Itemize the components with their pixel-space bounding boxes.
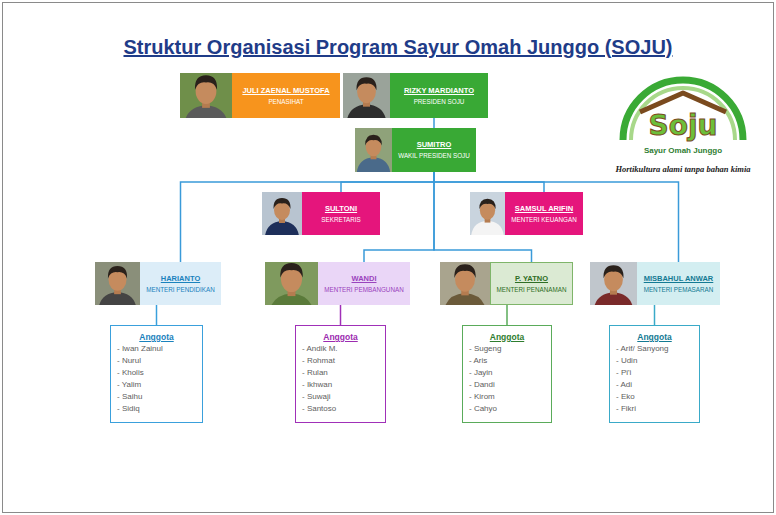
person-box: WANDIMENTERI PEMBANGUNAN bbox=[318, 262, 410, 305]
list-heading: Anggota bbox=[637, 331, 671, 343]
photo bbox=[180, 73, 232, 125]
photo bbox=[440, 262, 490, 312]
photo bbox=[343, 73, 390, 122]
member-name: - Cahyo bbox=[469, 403, 497, 415]
person-box: JULI ZAENAL MUSTOFAPENASIHAT bbox=[232, 73, 340, 118]
person-name: P. YATNO bbox=[515, 273, 548, 284]
member-name: - Andik M. bbox=[302, 343, 338, 355]
person-box: P. YATNOMENTERI PENANAMAN bbox=[490, 262, 573, 305]
list-heading: Anggota bbox=[490, 331, 524, 343]
role-title: MENTERI PEMASARAN bbox=[644, 284, 714, 295]
person-box: MISBAHUL ANWARMENTERI PEMASARAN bbox=[637, 262, 720, 305]
member-name: - Dandi bbox=[469, 379, 495, 391]
role-title: MENTERI PEMBANGUNAN bbox=[324, 284, 403, 295]
connector bbox=[506, 305, 508, 325]
photo bbox=[590, 262, 637, 310]
member-list-box: Anggota- Andik M.- Rohmat- Rulan- Ikhwan… bbox=[295, 325, 386, 423]
connector bbox=[181, 172, 435, 262]
connector bbox=[434, 172, 679, 262]
member-name: - Pi'i bbox=[616, 367, 631, 379]
member-name: - Rohmat bbox=[302, 355, 335, 367]
member-name: - Suwaji bbox=[302, 391, 330, 403]
role-title: PRESIDEN SOJU bbox=[414, 96, 465, 107]
member-name: - Rulan bbox=[302, 367, 328, 379]
member-name: - Saihu bbox=[117, 391, 142, 403]
connector bbox=[433, 118, 435, 128]
page-frame bbox=[3, 3, 774, 513]
photo bbox=[262, 192, 302, 236]
person-name: JULI ZAENAL MUSTOFA bbox=[242, 85, 329, 96]
person-name: WANDI bbox=[352, 273, 377, 284]
person-name: SAMSUL ARIFIN bbox=[515, 203, 573, 214]
connector bbox=[654, 305, 656, 325]
role-title: MENTERI PENANAMAN bbox=[497, 284, 567, 295]
person-name: RIZKY MARDIANTO bbox=[404, 85, 474, 96]
member-name: - Iwan Zainul bbox=[117, 343, 163, 355]
person-box: SAMSUL ARIFINMENTERI KEUANGAN bbox=[505, 192, 583, 235]
member-name: - Kirom bbox=[469, 391, 495, 403]
member-list-box: Anggota- Sugeng- Aris- Jayin- Dandi- Kir… bbox=[462, 325, 552, 423]
member-name: - Sidiq bbox=[117, 403, 140, 415]
logo-subtitle: Sayur Omah Junggo bbox=[644, 146, 722, 155]
member-name: - Nurul bbox=[117, 355, 141, 367]
role-title: MENTERI KEUANGAN bbox=[511, 214, 576, 225]
person-box: RIZKY MARDIANTOPRESIDEN SOJU bbox=[390, 73, 488, 118]
person-name: SULTONI bbox=[325, 203, 357, 214]
member-name: - Udin bbox=[616, 355, 637, 367]
role-title: MENTERI PENDIDIKAN bbox=[146, 284, 215, 295]
member-name: - Adi bbox=[616, 379, 632, 391]
person-name: HARIANTO bbox=[161, 273, 200, 284]
photo bbox=[265, 262, 318, 313]
member-name: - Jayin bbox=[469, 367, 493, 379]
member-name: - Kholis bbox=[117, 367, 144, 379]
member-list-box: Anggota- Iwan Zainul- Nurul- Kholis- Yal… bbox=[110, 325, 203, 423]
member-name: - Arif/ Sanyong bbox=[616, 343, 668, 355]
member-name: - Sugeng bbox=[469, 343, 501, 355]
member-name: - Eko bbox=[616, 391, 635, 403]
role-title: SEKRETARIS bbox=[321, 214, 360, 225]
role-title: WAKIL PRESIDEN SOJU bbox=[398, 150, 470, 161]
person-box: HARIANTOMENTERI PENDIDIKAN bbox=[140, 262, 221, 305]
member-name: - Ikhwan bbox=[302, 379, 332, 391]
person-name: MISBAHUL ANWAR bbox=[644, 273, 714, 284]
photo bbox=[470, 192, 505, 235]
person-box: SUMITROWAKIL PRESIDEN SOJU bbox=[392, 128, 476, 172]
person-name: SUMITRO bbox=[417, 139, 452, 150]
photo bbox=[95, 262, 140, 309]
member-name: - Yalim bbox=[117, 379, 141, 391]
member-name: - Fikri bbox=[616, 403, 636, 415]
connector bbox=[156, 305, 158, 325]
member-list-box: Anggota- Arif/ Sanyong- Udin- Pi'i- Adi-… bbox=[609, 325, 700, 423]
list-heading: Anggota bbox=[323, 331, 357, 343]
list-heading: Anggota bbox=[139, 331, 173, 343]
person-box: SULTONISEKRETARIS bbox=[302, 192, 380, 235]
photo bbox=[355, 128, 392, 172]
title: Struktur Organisasi Program Sayur Omah J… bbox=[123, 36, 672, 59]
member-name: - Santoso bbox=[302, 403, 336, 415]
tagline: Hortikultura alami tanpa bahan kimia bbox=[615, 165, 750, 175]
role-title: PENASIHAT bbox=[268, 96, 303, 107]
connector bbox=[340, 305, 342, 325]
member-name: - Aris bbox=[469, 355, 487, 367]
logo-text: Soju bbox=[649, 110, 718, 142]
